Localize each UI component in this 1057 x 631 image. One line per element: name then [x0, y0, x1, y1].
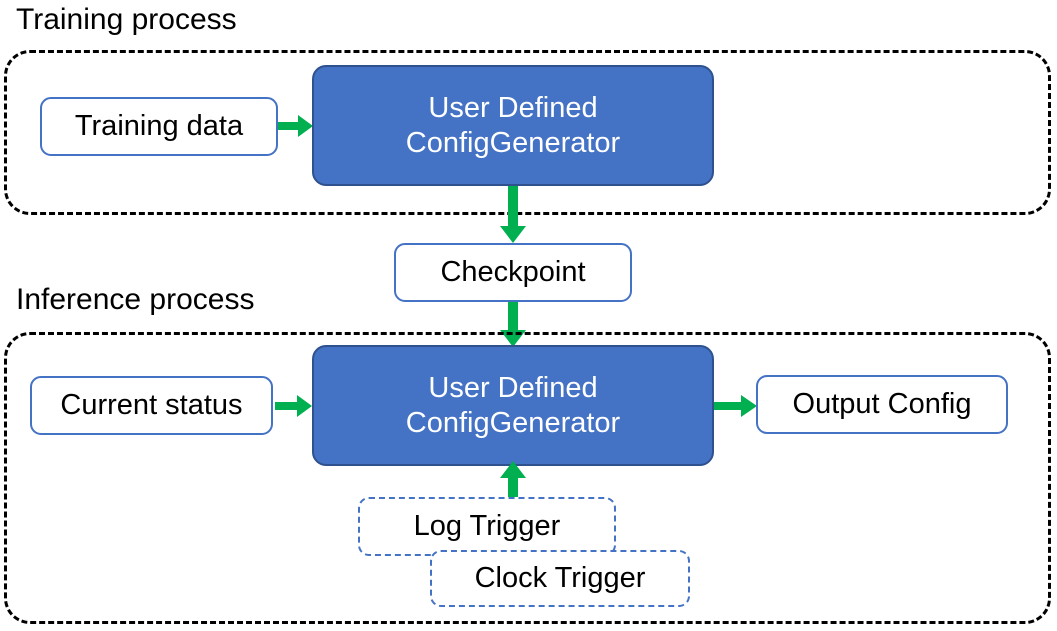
- node-train-config-generator[interactable]: User Defined ConfigGenerator: [312, 65, 714, 186]
- node-output-config[interactable]: Output Config: [756, 375, 1008, 434]
- node-current-status[interactable]: Current status: [30, 376, 273, 435]
- node-clock-trigger[interactable]: Clock Trigger: [430, 550, 690, 607]
- arrow-generator-to-output-config: [714, 392, 758, 420]
- node-train-config-generator-line2: ConfigGenerator: [405, 126, 621, 159]
- section-container-inference: [4, 332, 1051, 624]
- node-training-data[interactable]: Training data: [40, 97, 278, 156]
- node-inference-config-generator[interactable]: User Defined ConfigGenerator: [312, 345, 714, 466]
- section-label-inference: Inference process: [16, 283, 255, 316]
- arrow-training-data-to-generator: [278, 112, 314, 140]
- node-inference-config-generator-line2: ConfigGenerator: [405, 406, 621, 439]
- arrow-checkpoint-to-inference-generator: [498, 302, 528, 348]
- arrow-current-status-to-generator: [275, 392, 313, 420]
- node-inference-config-generator-line1: User Defined: [428, 372, 598, 405]
- node-log-trigger[interactable]: Log Trigger: [358, 497, 616, 556]
- section-label-training: Training process: [16, 3, 237, 36]
- arrow-train-generator-to-checkpoint: [498, 186, 528, 244]
- node-train-config-generator-line1: User Defined: [428, 92, 598, 125]
- node-checkpoint[interactable]: Checkpoint: [394, 243, 632, 302]
- arrow-triggers-to-generator: [498, 461, 528, 505]
- section-container-training: [4, 50, 1051, 215]
